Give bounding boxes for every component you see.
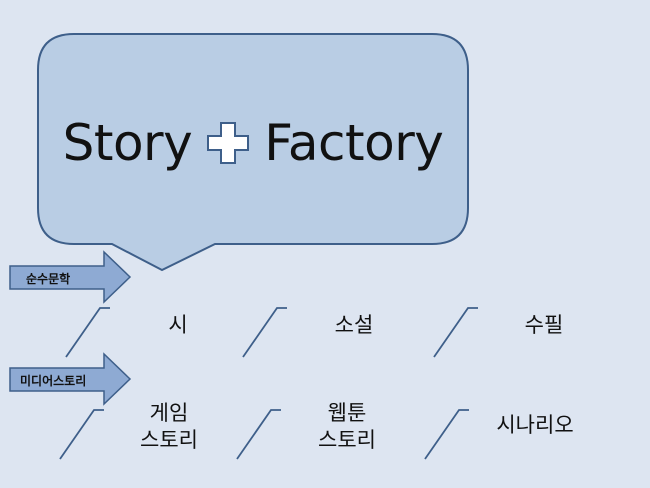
title: Story Factory — [38, 103, 468, 183]
row-label-pure-literature: 순수문학 — [26, 272, 71, 286]
slash-divider — [59, 409, 104, 460]
row-arrow-media-story — [9, 352, 132, 406]
category-scenario: 시나리오 — [480, 412, 590, 439]
plus-icon — [207, 122, 250, 164]
category-line: 스토리 — [140, 428, 198, 452]
category-line: 스토리 — [318, 428, 376, 452]
slash-divider — [236, 409, 281, 460]
category-line: 게임 — [149, 401, 189, 425]
row-arrow-pure-literature — [9, 250, 132, 304]
slash-divider — [424, 409, 469, 460]
category-novel: 소설 — [334, 313, 374, 337]
category-line: 시나리오 — [496, 413, 574, 437]
slash-divider — [242, 307, 287, 358]
title-word-story: Story — [62, 114, 193, 172]
title-word-factory: Factory — [264, 114, 444, 172]
title-speech-bubble — [37, 33, 469, 272]
category-essay: 수필 — [524, 313, 564, 337]
slash-divider — [433, 307, 478, 358]
category-webtoon-story: 웹툰 스토리 — [302, 400, 392, 454]
category-game-story: 게임 스토리 — [124, 400, 214, 454]
category-line: 웹툰 — [327, 401, 367, 425]
row-label-media-story: 미디어스토리 — [20, 374, 87, 388]
slash-divider — [65, 307, 110, 358]
category-poetry: 시 — [168, 313, 188, 337]
